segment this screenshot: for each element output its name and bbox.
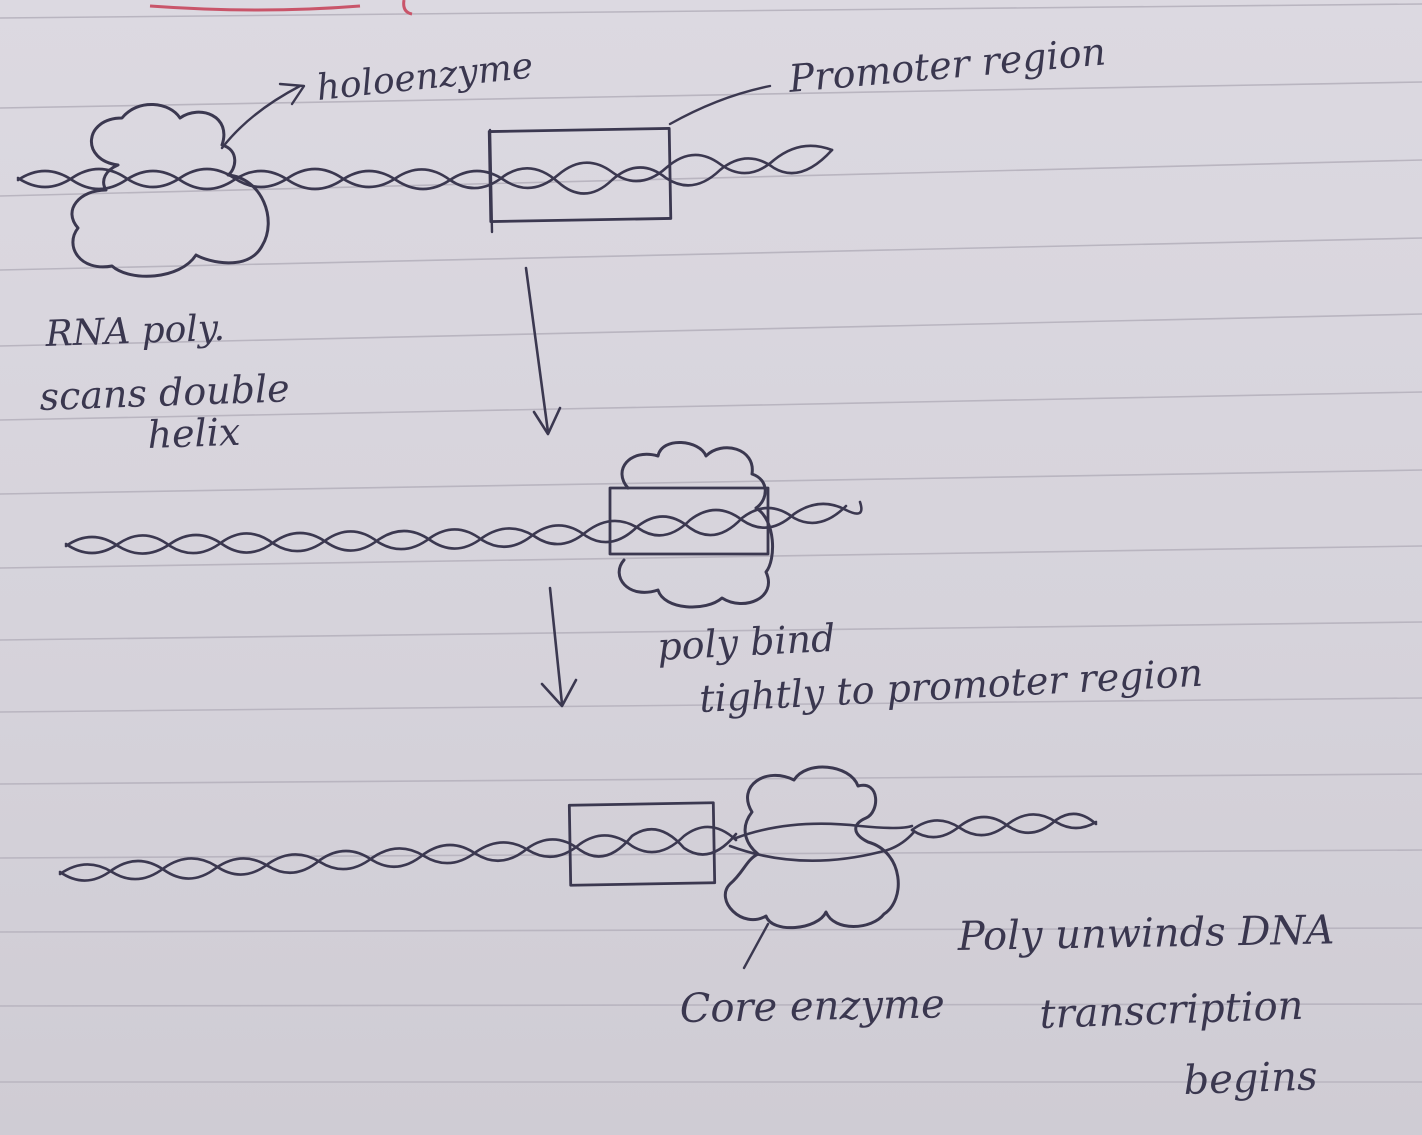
dna-open-upper-strand	[736, 824, 912, 838]
margin-scribble	[150, 6, 360, 10]
arrow-step-2-to-3	[542, 588, 576, 706]
promoter-box-1	[489, 128, 671, 221]
promoter-pointer	[670, 86, 770, 124]
label-poly-unwinds-dna: Poly unwinds DNA	[956, 907, 1334, 960]
step-2	[66, 442, 861, 607]
dna-helix-strand-a	[18, 146, 832, 189]
label-poly-bind: poly bind	[656, 616, 836, 669]
dna-helix-2-strand-a	[66, 502, 861, 554]
rna-polymerase-core-blob	[725, 767, 898, 928]
label-rna-poly: RNA poly.	[44, 308, 226, 355]
label-scans-double: scans double	[39, 366, 291, 419]
promoter-box-3	[569, 803, 714, 886]
dna-open-lower-strand	[730, 832, 914, 861]
label-core-enzyme: Core enzyme	[679, 981, 945, 1032]
label-helix: helix	[147, 410, 241, 457]
label-transcription: transcription	[1039, 983, 1304, 1038]
step-3	[60, 767, 1096, 968]
step-1: holoenzyme Promoter region	[18, 29, 1108, 276]
holoenzyme-pointer	[222, 86, 300, 148]
label-begins: begins	[1183, 1053, 1318, 1104]
margin-scribble-2	[404, 0, 412, 14]
